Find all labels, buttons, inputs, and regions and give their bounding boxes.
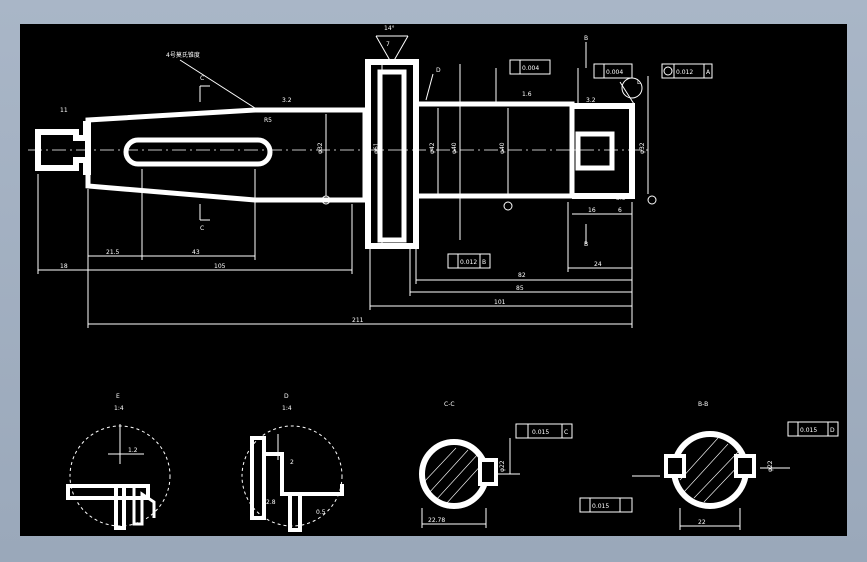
dim-43: 43 bbox=[192, 249, 200, 256]
callout-circle-l bbox=[621, 77, 643, 99]
dim-7: 7 bbox=[386, 41, 390, 48]
dim-18: 18 bbox=[60, 263, 68, 270]
dim-22-78: 22.78 bbox=[428, 517, 445, 524]
tol-sym1: 0.015 bbox=[532, 429, 549, 436]
section-b-top: B bbox=[584, 35, 588, 42]
dim-0-5: 0.5 bbox=[316, 509, 326, 516]
tol-runout: 0.012 bbox=[460, 259, 477, 266]
dim-16: 16 bbox=[588, 207, 596, 214]
ra-3-2-a: 3.2 bbox=[282, 97, 292, 104]
leader-morse-note bbox=[179, 59, 259, 111]
dim-phi22a: φ22 bbox=[499, 460, 506, 472]
detail-d-label: D bbox=[284, 393, 289, 400]
section-d-top: D bbox=[436, 67, 441, 74]
detail-d-scale: 1:4 bbox=[282, 405, 292, 412]
dim-phi61: φ61 bbox=[373, 142, 380, 154]
dim-phi42: φ42 bbox=[429, 142, 436, 154]
dim-phi32: φ32 bbox=[317, 142, 324, 154]
dim-2-8: 2.8 bbox=[266, 499, 276, 506]
dim-105: 105 bbox=[214, 263, 226, 270]
dim-1-2: 1.2 bbox=[128, 447, 138, 454]
detail-e-scale: 1:4 bbox=[114, 405, 124, 412]
tol-sym3: 0.015 bbox=[592, 503, 609, 510]
tol-frame-parallel-1 bbox=[509, 59, 551, 75]
dim-24: 24 bbox=[594, 261, 602, 268]
dim-phi40b: φ40 bbox=[499, 142, 506, 154]
note-morse-taper: 4号莫氏锥度 bbox=[166, 51, 200, 59]
tol-datum-c: C bbox=[564, 429, 568, 436]
drawing-canvas: 4号莫氏锥度 11 14° 7 18 21.5 43 105 82 85 101… bbox=[20, 24, 847, 536]
tol-frame-symmetry-bb1 bbox=[787, 421, 839, 437]
dim-3-9: 3.9 bbox=[616, 195, 626, 202]
detail-e-shape bbox=[66, 484, 150, 500]
tol-frame-concentric bbox=[661, 63, 713, 79]
dim-phi32b: φ32 bbox=[639, 142, 646, 154]
tol-frame-runout bbox=[447, 253, 491, 269]
section-b-bottom: B bbox=[584, 241, 588, 248]
tol-sym2: 0.015 bbox=[800, 427, 817, 434]
cad-drawing: 4号莫氏锥度 11 14° 7 18 21.5 43 105 82 85 101… bbox=[28, 25, 839, 532]
dim-82: 82 bbox=[518, 272, 526, 279]
tol-par2: 0.004 bbox=[606, 69, 623, 76]
detail-d-shape bbox=[250, 436, 266, 520]
dim-85: 85 bbox=[516, 285, 524, 292]
tol-datum-b: B bbox=[482, 259, 486, 266]
dim-22: 22 bbox=[698, 519, 706, 526]
right-end-slot bbox=[575, 131, 615, 171]
datum-marker-1 bbox=[321, 195, 331, 205]
flange-groove bbox=[377, 69, 407, 243]
section-bb-label: B-B bbox=[698, 401, 708, 408]
shaft-right-end bbox=[572, 103, 635, 199]
section-cc-hatch bbox=[423, 447, 485, 505]
section-c-top: C bbox=[200, 75, 204, 82]
shaft-left-end bbox=[35, 121, 91, 175]
detail-e-label: E bbox=[116, 393, 120, 400]
dim-6: 6 bbox=[618, 207, 622, 214]
section-bb-hatch bbox=[679, 437, 743, 503]
callout-l: L bbox=[637, 79, 641, 86]
tol-frame-parallel-2 bbox=[593, 63, 633, 79]
dim-101: 101 bbox=[494, 299, 506, 306]
dim-211: 211 bbox=[352, 317, 364, 324]
dim-14deg: 14° bbox=[384, 25, 395, 32]
ra-1-6: 1.6 bbox=[522, 91, 532, 98]
tol-frame-symmetry-cc bbox=[515, 423, 573, 439]
tol-conc: 0.012 bbox=[676, 69, 693, 76]
dim-phi22b: φ22 bbox=[767, 460, 774, 472]
section-c-bottom: C bbox=[200, 225, 204, 232]
tol-frame-symmetry-bb2 bbox=[579, 497, 633, 513]
dim-phi40: φ40 bbox=[451, 142, 458, 154]
dim-2: 2 bbox=[290, 459, 294, 466]
top-vgroove bbox=[375, 35, 409, 66]
tol-par1: 0.004 bbox=[522, 65, 539, 72]
datum-marker-2 bbox=[503, 201, 513, 211]
dim-r5: R5 bbox=[264, 117, 272, 124]
dim-11: 11 bbox=[60, 107, 68, 114]
ra-3-2-b: 3.2 bbox=[586, 97, 596, 104]
morse-taper-body bbox=[85, 107, 368, 203]
datum-marker-3 bbox=[647, 195, 657, 205]
dim-21-5: 21.5 bbox=[106, 249, 120, 256]
taper-slot bbox=[123, 137, 273, 167]
tol-datum-d: D bbox=[830, 427, 835, 434]
section-cc-label: C-C bbox=[444, 401, 455, 408]
tol-datum-a: A bbox=[706, 69, 711, 76]
